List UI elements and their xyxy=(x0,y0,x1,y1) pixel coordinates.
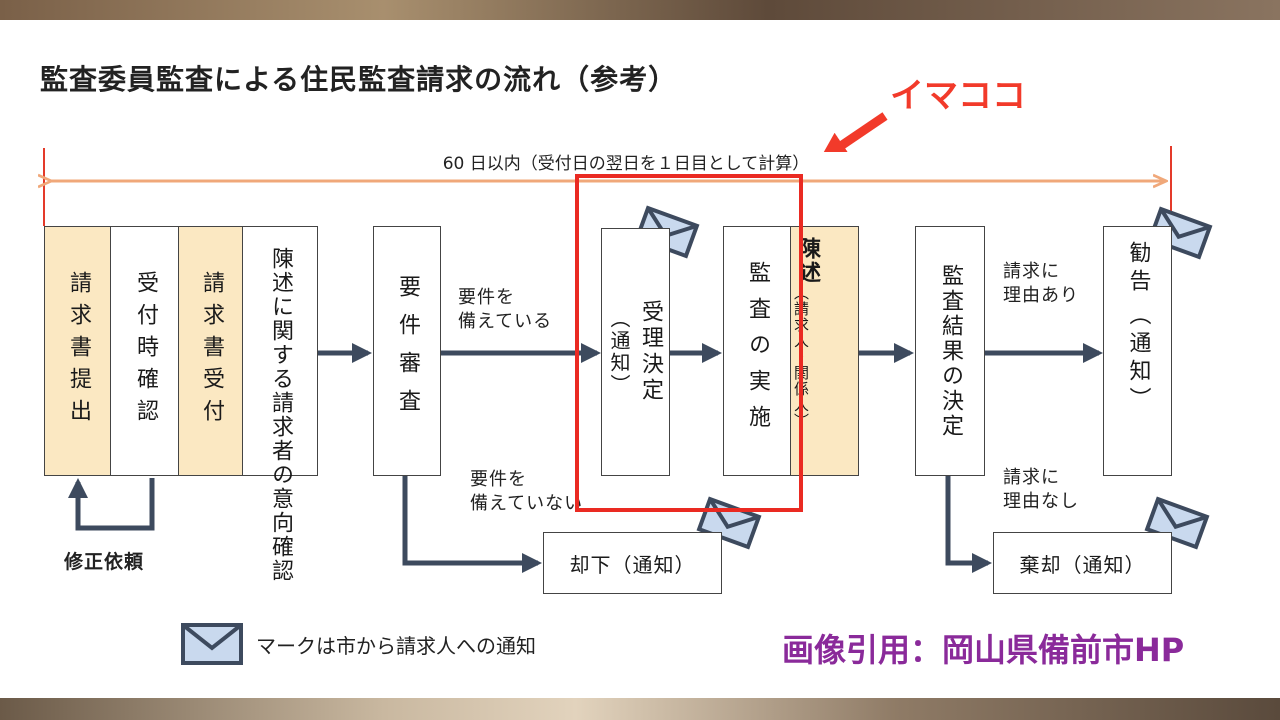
envelope-icon xyxy=(1144,496,1210,550)
step-juri-kettei: 受理決定 （通知） xyxy=(601,228,670,476)
step-youken-shinsa: 要件審査 xyxy=(373,226,441,476)
step-seikyusho-uketsuke: 請求書受付 xyxy=(178,226,244,476)
flow-label-shusei-irai: 修正依頼 xyxy=(64,551,145,573)
flow-label-riyuu-nashi: 請求に 理由なし xyxy=(1003,467,1079,512)
callout-label: イマココ xyxy=(890,76,1026,116)
flow-label-youken-ok: 要件を 備えている xyxy=(458,287,553,332)
arrow-to-kyakka xyxy=(402,476,542,573)
correction-loop-arrow xyxy=(68,478,155,531)
callout-arrow xyxy=(818,112,888,161)
background-bottom xyxy=(0,698,1280,720)
step-seikyusho-teishutsu: 請求書提出 xyxy=(44,226,112,476)
step-kansa-kekka: 監査結果の決定 xyxy=(915,226,985,476)
period-label: 60 日以内（受付日の翌日を１日目として計算） xyxy=(386,152,866,176)
envelope-icon xyxy=(1147,206,1213,260)
flow-label-riyuu-ari: 請求に 理由あり xyxy=(1003,261,1079,306)
arrow-to-kikyaku xyxy=(945,476,992,573)
step-uketsuke-kakunin: 受付時確認 xyxy=(110,226,180,476)
step-kankoku: 勧告 （通知） xyxy=(1103,226,1172,476)
current-stage-highlight xyxy=(575,174,803,512)
step-kikyaku: 棄却（通知） xyxy=(993,532,1172,594)
image-credit: 画像引用：岡山県備前市HP xyxy=(782,631,1185,669)
step-kansa-jisshi: 監査の実施 xyxy=(723,226,791,476)
legend-envelope-icon xyxy=(181,623,243,665)
background-top xyxy=(0,0,1280,20)
page-title: 監査委員監査による住民監査請求の流れ（参考） xyxy=(40,63,678,96)
step-kyakka: 却下（通知） xyxy=(543,532,722,594)
legend-text: マークは市から請求人への通知 xyxy=(256,634,536,658)
step-chinjutsu-ikou: 陳述に関する請求者の意向確認 xyxy=(242,226,318,583)
flow-label-youken-ng: 要件を 備えていない xyxy=(470,469,584,514)
